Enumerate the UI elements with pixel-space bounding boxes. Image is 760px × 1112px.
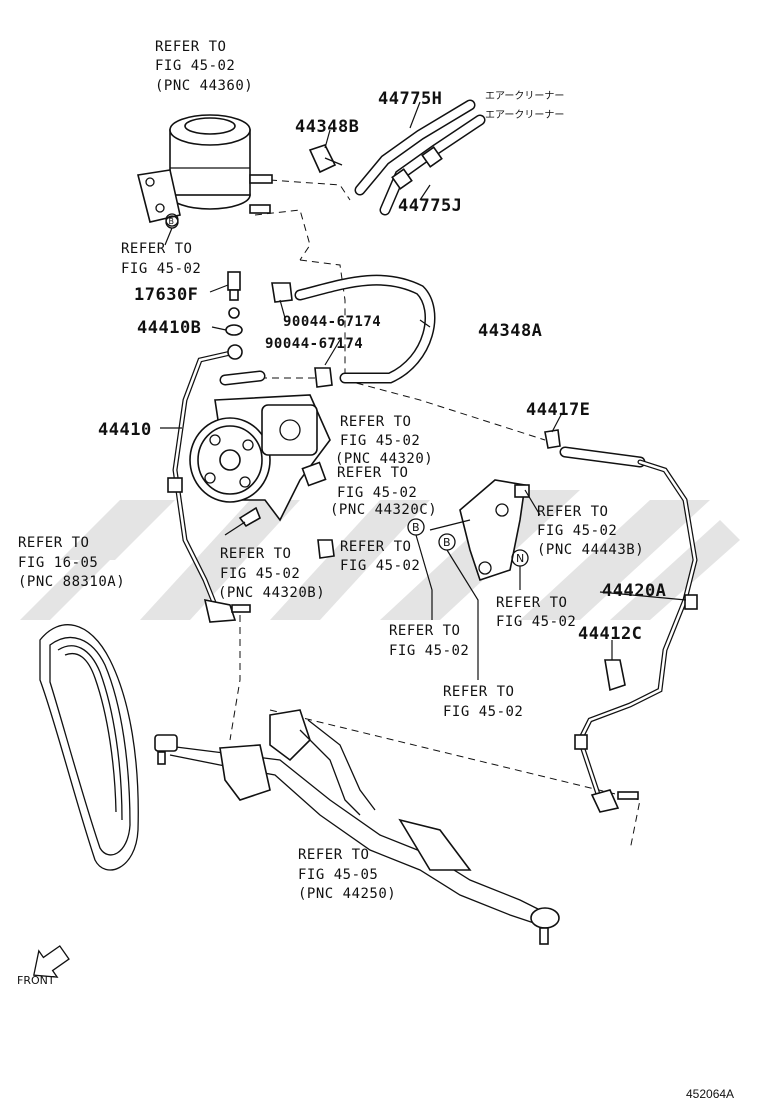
drive-belt: [39, 624, 139, 871]
refer-44320c-1: REFER TO: [337, 465, 408, 481]
refer-b2-2: FIG 45-02: [443, 704, 523, 720]
refer-pump-3: (PNC 44320): [335, 451, 433, 467]
refer-belt-1: REFER TO: [18, 535, 89, 551]
refer-pump-1: REFER TO: [340, 414, 411, 430]
part-44412c: 44412C: [578, 624, 642, 644]
refer-b-1: REFER TO: [121, 241, 192, 257]
refer-cap-2: FIG 45-02: [340, 558, 420, 574]
refer-b-2: FIG 45-02: [121, 261, 201, 277]
refer-44320c-2: FIG 45-02: [337, 485, 417, 501]
refer-rack-3: (PNC 44250): [298, 886, 396, 902]
refer-reservoir-1: REFER TO: [155, 39, 226, 55]
marker-b2: B: [443, 536, 451, 549]
refer-n-2: FIG 45-02: [496, 614, 576, 630]
part-44420a: 44420A: [602, 581, 666, 601]
part-90044-2: 90044-67174: [265, 336, 363, 352]
union-bolt: [225, 271, 243, 336]
refer-belt-3: (PNC 88310A): [18, 574, 125, 590]
part-44410b: 44410B: [137, 318, 201, 338]
suction-hoses: [354, 99, 486, 216]
refer-44443b-2: FIG 45-02: [537, 523, 617, 539]
part-44348a: 44348A: [478, 321, 542, 341]
diagram-code: 452064A: [686, 1087, 734, 1101]
return-hose-44348a: [271, 274, 436, 388]
front-arrow-icon: [33, 945, 70, 978]
refer-reservoir-2: FIG 45-02: [155, 58, 235, 74]
markers: B B N B: [165, 213, 541, 680]
power-steering-pump: [189, 370, 331, 522]
refer-cap-1: REFER TO: [340, 539, 411, 555]
refer-n-1: REFER TO: [496, 595, 567, 611]
part-44775h: 44775H: [378, 89, 442, 109]
marker-b3: B: [169, 217, 175, 226]
air-cleaner-label-1: エアークリーナー: [485, 90, 564, 102]
part-44410: 44410: [98, 420, 152, 440]
refer-rack-1: REFER TO: [298, 847, 369, 863]
part-17630f: 17630F: [134, 285, 198, 305]
part-44348b: 44348B: [295, 117, 359, 137]
part-44417e: 44417E: [526, 400, 590, 420]
front-label: FRONT: [17, 974, 55, 987]
refer-44320b-3: (PNC 44320B): [218, 585, 325, 601]
refer-44443b-3: (PNC 44443B): [537, 542, 644, 558]
refer-44443b-1: REFER TO: [537, 504, 608, 520]
refer-b2-1: REFER TO: [443, 684, 514, 700]
routing-lines: [229, 179, 641, 851]
pressure-pipe-44410: [167, 344, 251, 623]
marker-n: N: [516, 552, 524, 565]
refer-pump-2: FIG 45-02: [340, 433, 420, 449]
refer-b1-1: REFER TO: [389, 623, 460, 639]
leader-lines: [160, 101, 687, 660]
bolt-44320b: [224, 506, 335, 559]
part-44775j: 44775J: [398, 196, 462, 216]
return-tube-44420a: [544, 429, 698, 813]
part-90044-1: 90044-67174: [283, 314, 381, 330]
refer-b1-2: FIG 45-02: [389, 643, 469, 659]
bracket-44443b: [459, 479, 530, 582]
refer-belt-2: FIG 16-05: [18, 555, 98, 571]
steering-rack: [154, 709, 560, 945]
refer-rack-2: FIG 45-05: [298, 867, 378, 883]
reservoir-tank: [137, 114, 273, 229]
marker-b1: B: [412, 521, 420, 534]
clamp-44348b: [308, 144, 343, 174]
refer-44320b-2: FIG 45-02: [220, 566, 300, 582]
air-cleaner-label-2: エアークリーナー: [485, 109, 564, 121]
refer-44320b-1: REFER TO: [220, 546, 291, 562]
refer-reservoir-3: (PNC 44360): [155, 78, 253, 94]
refer-44320c-3: (PNC 44320C): [330, 502, 437, 518]
